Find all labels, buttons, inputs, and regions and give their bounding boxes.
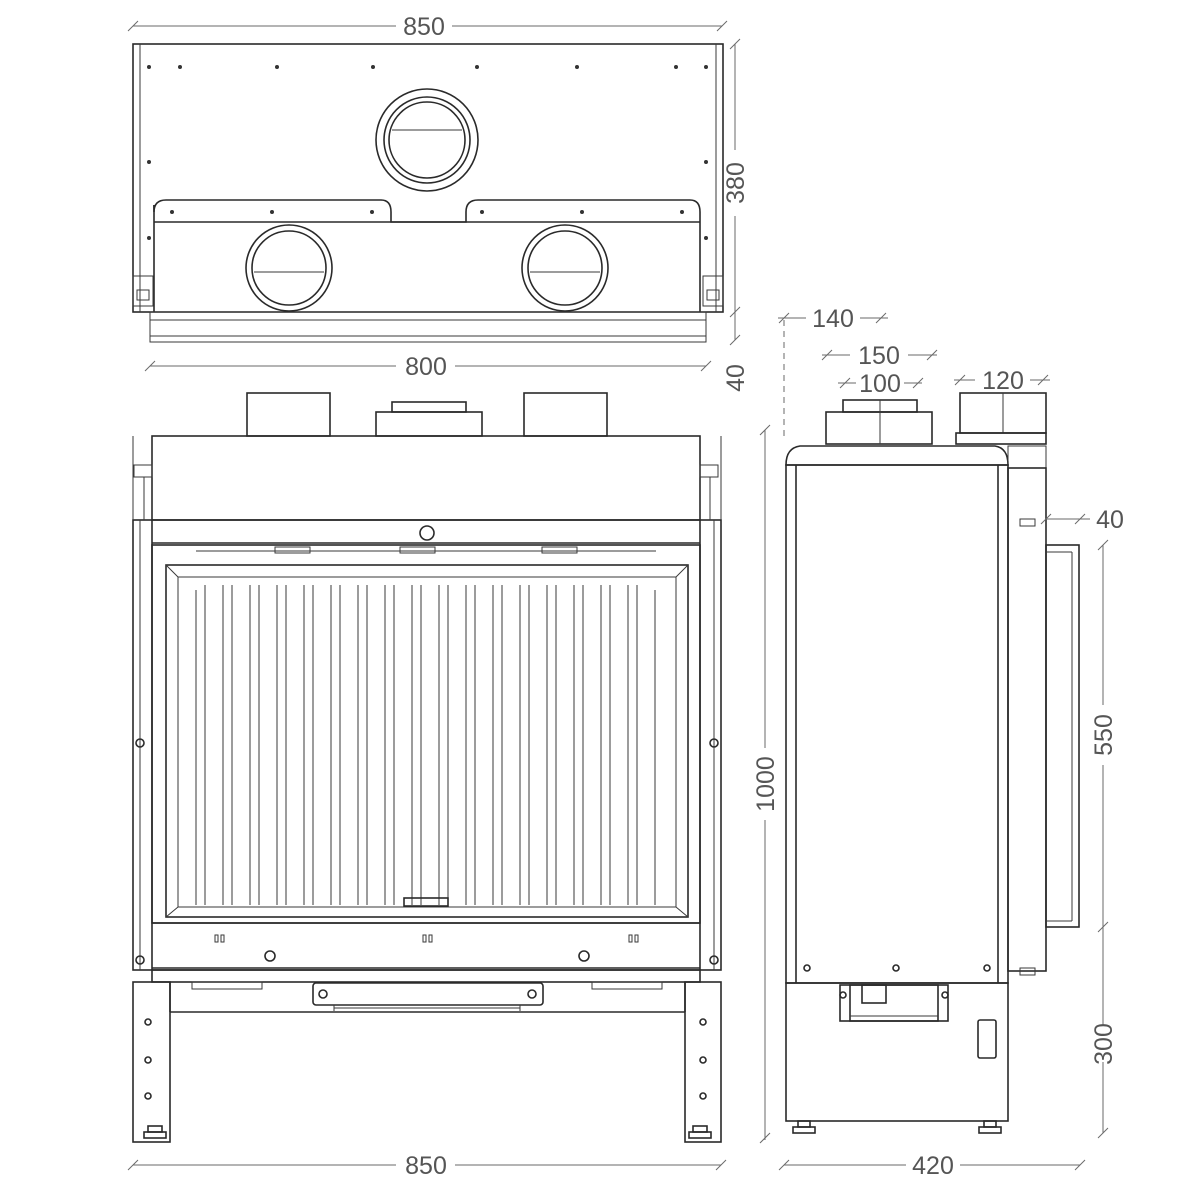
front-right-leg	[684, 981, 722, 1143]
front-ash-control	[312, 982, 544, 1006]
dimension-lines	[127, 20, 1109, 1171]
dim-side-offset-40: 40	[1096, 506, 1124, 534]
front-left-flue-stub	[246, 392, 331, 437]
front-left-leg	[132, 981, 171, 1143]
side-vent-slot	[977, 1019, 997, 1059]
front-firebrick-ribs	[195, 585, 656, 905]
front-right-flue-stub	[523, 392, 608, 437]
side-rear-chamber	[1007, 467, 1047, 972]
dimension-labels: 850 800 380 40 140 150 100 120 40 1000 5…	[403, 13, 1124, 1180]
front-central-flue-stub	[375, 411, 483, 437]
top-view-plate	[153, 199, 701, 312]
dim-side-flue-150: 150	[858, 342, 900, 370]
side-front-flue-stub	[825, 411, 933, 445]
side-hood	[785, 445, 1009, 466]
front-frame	[132, 519, 722, 971]
top-view	[132, 43, 724, 343]
top-view-central-flue	[375, 88, 479, 192]
dim-top-offset: 40	[722, 364, 750, 392]
dim-top-width: 850	[403, 13, 445, 41]
dim-top-depth: 380	[722, 162, 750, 204]
side-body	[785, 464, 1009, 984]
top-view-screws	[147, 65, 708, 240]
front-view	[132, 392, 722, 1143]
dim-height-300: 300	[1090, 1023, 1118, 1065]
dim-side-depth: 420	[912, 1152, 954, 1180]
side-view	[785, 392, 1080, 1134]
dim-side-offset-140: 140	[812, 305, 854, 333]
side-rear-panel	[1045, 544, 1080, 928]
dim-side-flue-120: 120	[982, 367, 1024, 395]
dim-height-550: 550	[1090, 714, 1118, 756]
top-view-left-flue	[245, 224, 333, 312]
side-base	[785, 982, 1009, 1122]
front-hood	[151, 435, 701, 521]
dim-front-width: 850	[405, 1152, 447, 1180]
dim-top-inner-width: 800	[405, 353, 447, 381]
dim-height-total: 1000	[752, 756, 780, 812]
dim-side-flue-100: 100	[859, 370, 901, 398]
front-door-glass	[151, 544, 701, 924]
top-view-right-flue	[521, 224, 609, 312]
front-door-handle	[403, 897, 449, 907]
